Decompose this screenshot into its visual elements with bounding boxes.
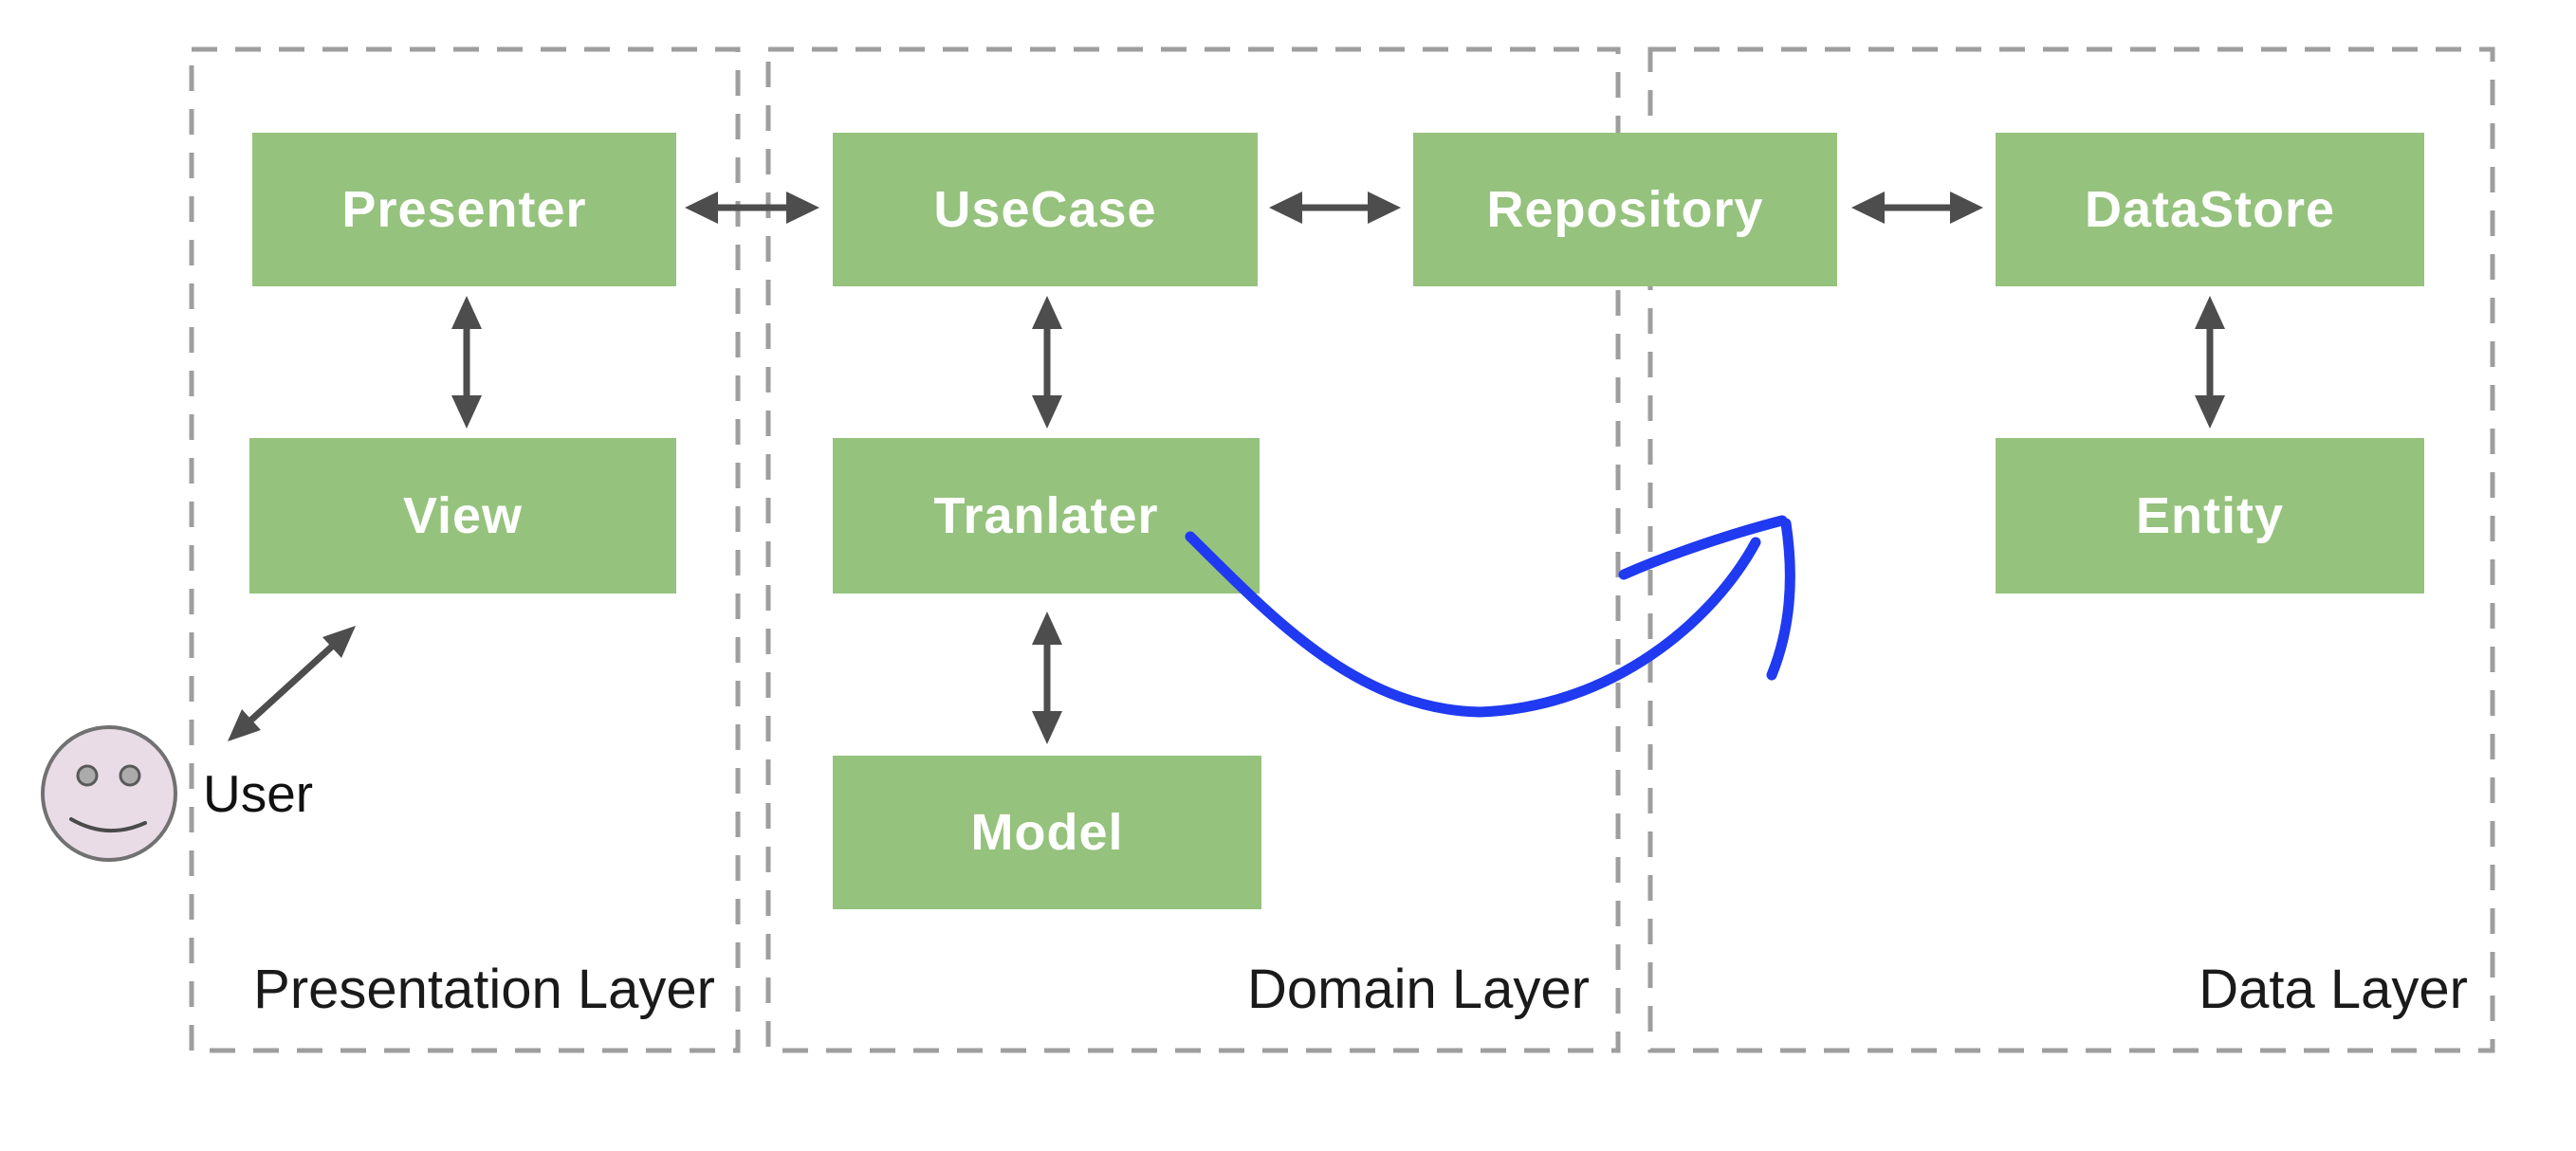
smiley-right-eye bbox=[119, 764, 141, 787]
usecase-box-label: UseCase bbox=[933, 181, 1157, 238]
view-box: View bbox=[249, 438, 676, 594]
user-view-double-arrow-icon bbox=[228, 626, 356, 741]
presenter-box-label: Presenter bbox=[341, 181, 587, 238]
repository-box-label: Repository bbox=[1486, 181, 1764, 238]
datastore-box: DataStore bbox=[1996, 133, 2424, 286]
repository-box: Repository bbox=[1413, 133, 1837, 286]
freehand-arrow-shaft bbox=[1185, 531, 1761, 718]
data-layer-border bbox=[1647, 46, 2495, 1053]
freehand-arrow-icon bbox=[1185, 515, 1795, 718]
tranlater-model-double-arrow-icon bbox=[1032, 612, 1062, 744]
smiley-face-icon bbox=[41, 725, 177, 862]
entity-box: Entity bbox=[1996, 438, 2424, 594]
entity-box-label: Entity bbox=[2135, 487, 2284, 544]
presenter-usecase-double-arrow-icon bbox=[685, 192, 819, 224]
smiley-left-eye bbox=[76, 764, 99, 787]
presentation-layer-label: Presentation Layer bbox=[253, 959, 715, 1020]
usecase-repository-double-arrow-icon bbox=[1269, 192, 1401, 224]
usecase-tranlater-double-arrow-icon bbox=[1032, 296, 1062, 429]
smiley-mouth bbox=[69, 817, 147, 832]
domain-layer-label: Domain Layer bbox=[1246, 959, 1590, 1020]
data-layer-label: Data Layer bbox=[2199, 959, 2468, 1020]
freehand-arrow-right-barb bbox=[1766, 518, 1795, 681]
presentation-layer-border bbox=[189, 46, 741, 1053]
presenter-box: Presenter bbox=[252, 133, 676, 286]
model-box: Model bbox=[833, 756, 1261, 909]
tranlater-box: Tranlater bbox=[833, 438, 1260, 594]
tranlater-box-label: Tranlater bbox=[933, 487, 1159, 544]
user-label: User bbox=[203, 764, 314, 823]
usecase-box: UseCase bbox=[833, 133, 1258, 286]
freehand-arrow-left-barb bbox=[1618, 515, 1788, 580]
repository-datastore-double-arrow-icon bbox=[1851, 192, 1983, 224]
datastore-entity-double-arrow-icon bbox=[2195, 296, 2225, 429]
domain-layer-border bbox=[765, 46, 1621, 1053]
view-box-label: View bbox=[402, 487, 524, 544]
presenter-view-double-arrow-icon bbox=[451, 296, 482, 429]
datastore-box-label: DataStore bbox=[2084, 181, 2336, 238]
model-box-label: Model bbox=[970, 804, 1124, 861]
